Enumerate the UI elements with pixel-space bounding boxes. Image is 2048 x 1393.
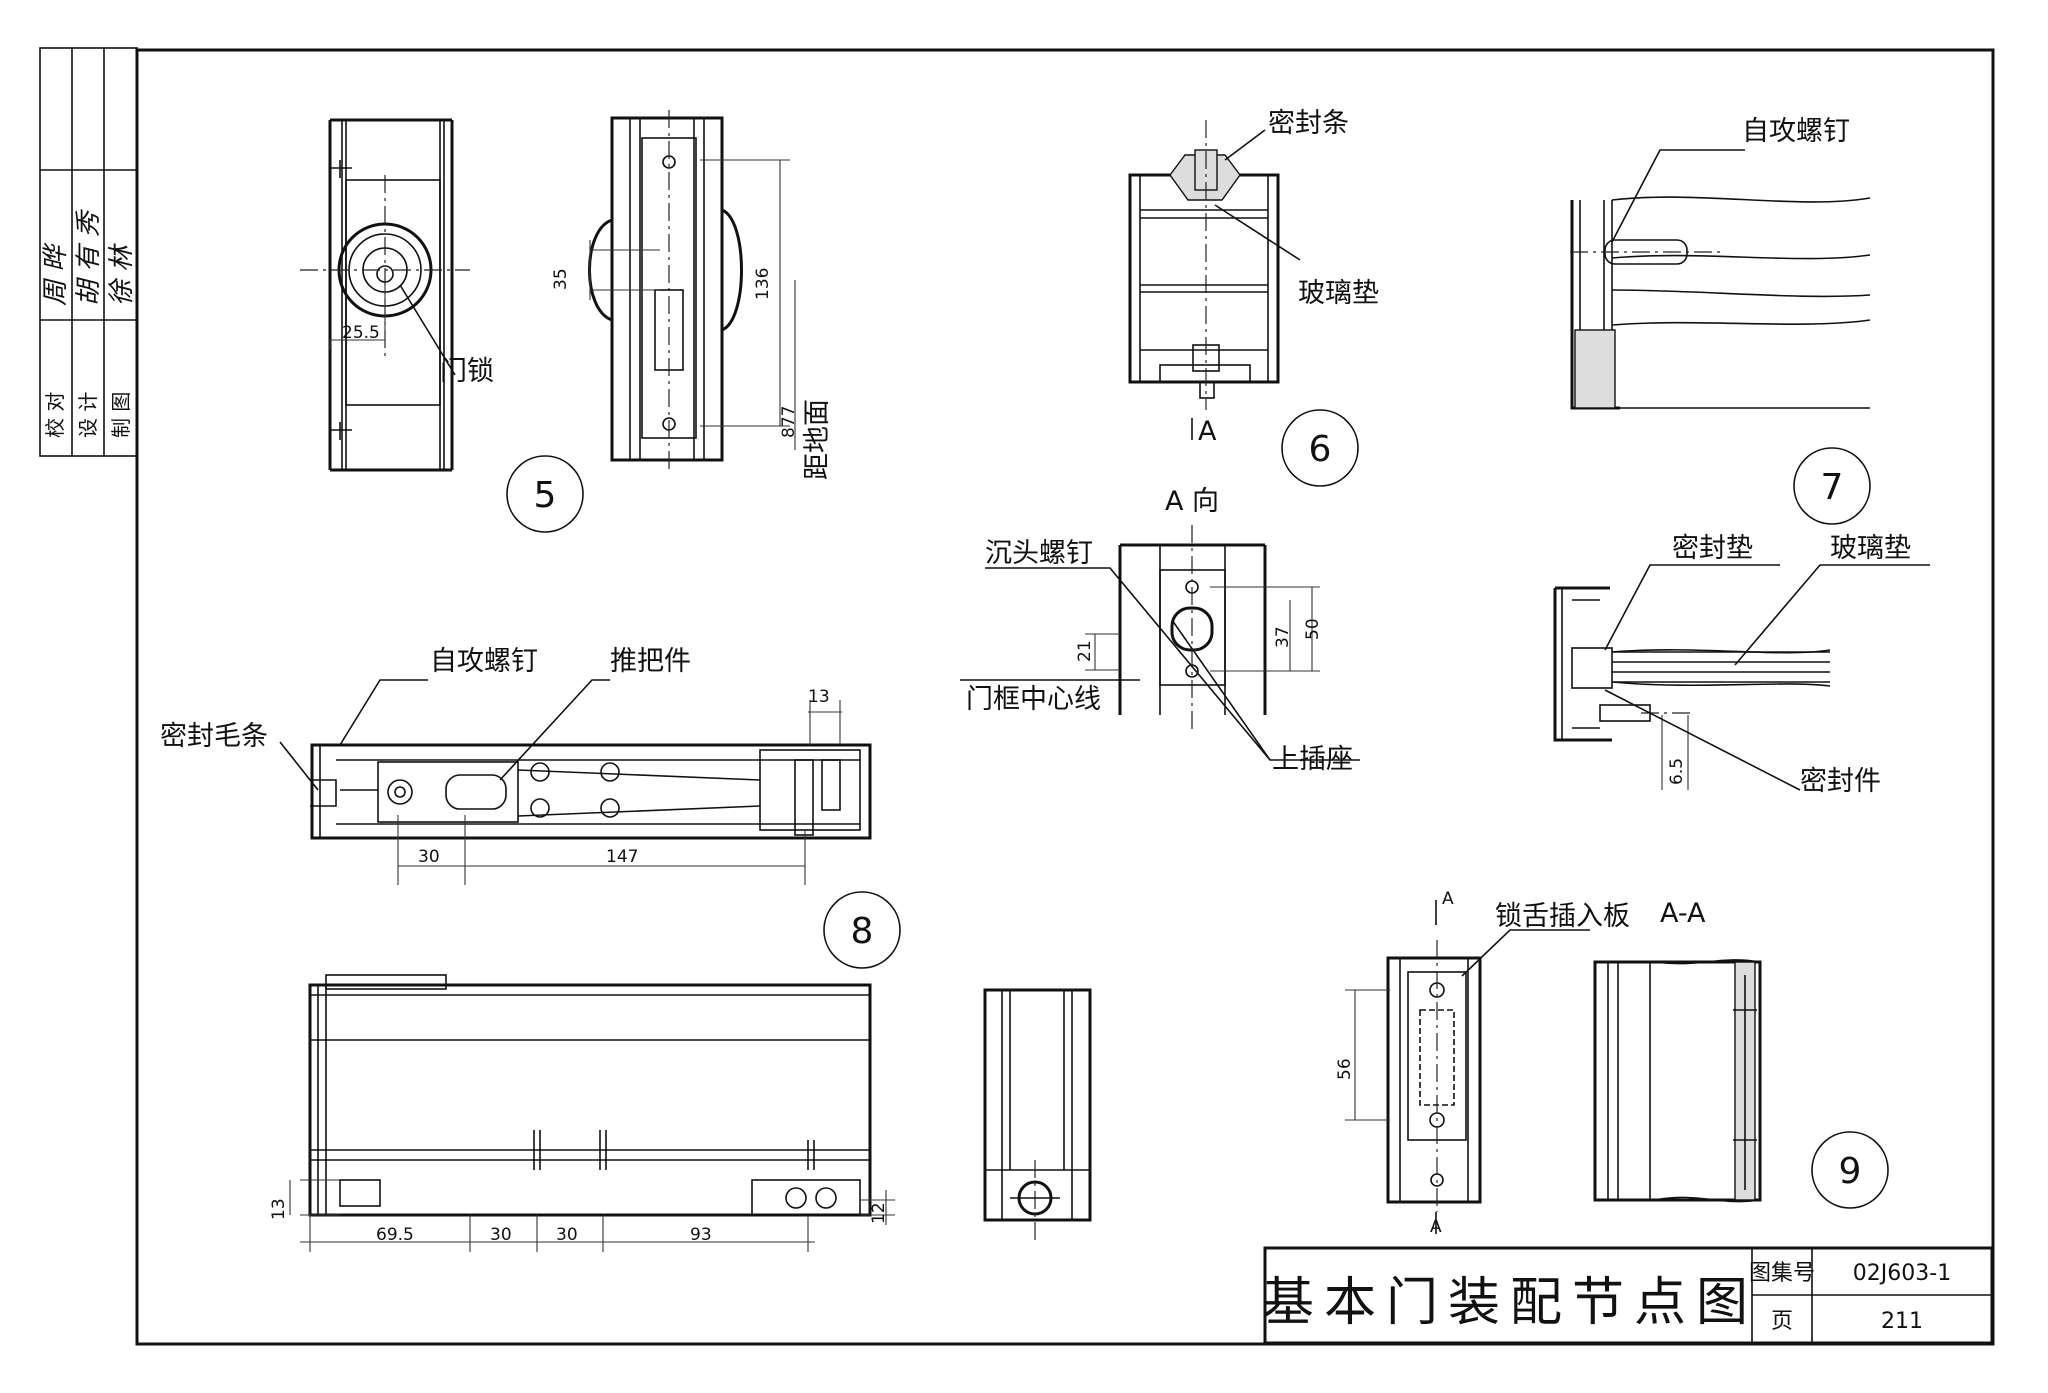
detail-6-section: 密封条 玻璃垫 A (1128, 108, 1379, 447)
label-section-aa: A-A (1660, 898, 1706, 929)
sign-design: 胡 有 秀 (74, 208, 104, 306)
label-seal-piece: 密封件 (1800, 766, 1881, 797)
label-self-tap-screw-8: 自攻螺钉 (430, 646, 538, 677)
detail-5-marker: 5 (506, 455, 584, 533)
dim-b-12: 12 (869, 1202, 889, 1224)
detail-8-plan: 13 30 147 自攻螺钉 推把件 密封毛条 (160, 646, 872, 885)
dim-b-69-5: 69.5 (376, 1225, 414, 1245)
label-upper-socket: 上插座 (1272, 744, 1353, 775)
section-mark-6: A (1198, 416, 1217, 447)
dim-9-56: 56 (1335, 1058, 1355, 1080)
drawing-frame (135, 48, 1995, 1346)
label-self-tap-screw-7: 自攻螺钉 (1742, 116, 1850, 147)
dim-b-30b: 30 (556, 1225, 578, 1245)
label-countersunk-screw: 沉头螺钉 (985, 538, 1093, 569)
detail-7-bottom: 6.5 密封垫 玻璃垫 密封件 (1553, 533, 1930, 797)
label-push-handle: 推把件 (610, 646, 691, 677)
label-from-floor: 距地面 (802, 399, 833, 480)
dim-5-35: 35 (551, 268, 571, 290)
dim-b-93: 93 (690, 1225, 712, 1245)
label-seal-pad: 密封垫 (1672, 533, 1753, 564)
sign-check: 周 晔 (41, 243, 71, 306)
detail-number-9: 9 (1839, 1151, 1862, 1192)
detail-number-7: 7 (1821, 467, 1844, 508)
detail-6-marker: 6 (1281, 409, 1359, 487)
label-a-view: A 向 (1165, 486, 1219, 517)
detail-8-elevation: 13 69.5 30 30 93 12 (269, 974, 895, 1252)
dim-b-13: 13 (269, 1198, 289, 1220)
detail-number-8: 8 (851, 911, 874, 952)
role-check: 校 对 (43, 392, 67, 438)
dim-b-30a: 30 (490, 1225, 512, 1245)
dim-5-877: 877 (779, 406, 799, 438)
detail-9: A 锁舌插入板 A-A 56 A (1335, 889, 1762, 1237)
drawing-title: 基本门装配节点图 (1262, 1273, 1758, 1333)
label-seal-brush: 密封毛条 (160, 721, 268, 752)
dim-7-6-5: 6.5 (1667, 758, 1687, 785)
label-glass-pad-6: 玻璃垫 (1298, 278, 1379, 309)
sign-draw: 徐 林 (107, 243, 137, 306)
title-block: 基本门装配节点图 图集号 02J603-1 页 211 (1262, 1246, 1994, 1345)
detail-7-marker: 7 (1793, 447, 1871, 525)
detail-5-left-view: 25.5 门锁 (300, 118, 494, 472)
dim-8-147: 147 (606, 847, 638, 867)
page-label: 页 (1771, 1309, 1793, 1334)
detail-number-5: 5 (534, 475, 557, 516)
label-frame-centerline: 门框中心线 (966, 684, 1101, 715)
a-view: A 向 21 37 50 沉头螺钉 门框中心线 上插座 (960, 486, 1360, 775)
label-door-lock: 门锁 (440, 356, 494, 387)
detail-5-right-view: 35 136 877 距地面 (551, 110, 833, 480)
dim-5-25-5: 25.5 (342, 323, 380, 343)
dim-8-30: 30 (418, 847, 440, 867)
label-latch-plate: 锁舌插入板 (1495, 901, 1630, 932)
role-design: 设 计 (76, 392, 100, 438)
detail-9-marker: 9 (1811, 1131, 1889, 1209)
dim-a-50: 50 (1303, 618, 1323, 640)
dim-5-136: 136 (753, 268, 773, 300)
role-draw: 制 图 (109, 392, 133, 438)
atlas-number: 02J603-1 (1853, 1261, 1951, 1286)
dim-a-21: 21 (1075, 640, 1095, 662)
atlas-label: 图集号 (1749, 1261, 1815, 1286)
label-glass-pad-7: 玻璃垫 (1830, 533, 1911, 564)
dim-a-37: 37 (1273, 626, 1293, 648)
detail-8-marker: 8 (823, 891, 901, 969)
detail-number-6: 6 (1309, 429, 1332, 470)
label-seal-strip: 密封条 (1268, 108, 1349, 139)
detail-7-top: 自攻螺钉 (1570, 116, 1871, 410)
detail-8-side (983, 988, 1092, 1240)
signature-block: 校 对 设 计 制 图 周 晔 胡 有 秀 徐 林 (39, 47, 138, 457)
section-mark-top: A (1442, 889, 1454, 909)
page-number: 211 (1881, 1309, 1923, 1334)
dim-8-13: 13 (808, 687, 830, 707)
